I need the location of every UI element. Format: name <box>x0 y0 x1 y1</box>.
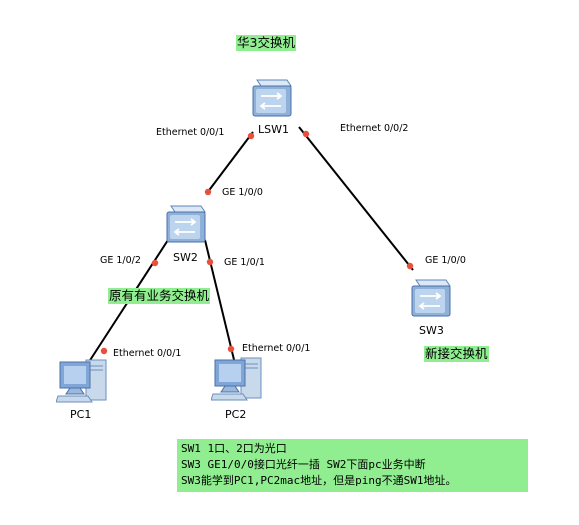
sw3-device[interactable] <box>410 276 452 326</box>
port-dot-pc1 <box>100 347 108 355</box>
port-dot-sw2-p1 <box>206 258 214 266</box>
port-label-lsw1-p2: Ethernet 0/0/2 <box>340 123 409 134</box>
port-dot-sw2-up <box>204 188 212 196</box>
annotation-new-switch: 新接交换机 <box>424 346 489 362</box>
annotation-h3c-switch: 华3交换机 <box>236 35 296 51</box>
pc1-label: PC1 <box>70 408 92 421</box>
port-dot-lsw1-p2 <box>302 130 310 138</box>
lsw1-device[interactable] <box>251 76 293 126</box>
pc1-device[interactable] <box>55 356 114 410</box>
port-dot-pc2 <box>227 345 235 353</box>
port-dot-lsw1-p1 <box>247 132 255 140</box>
note-line-3: SW3能学到PC1,PC2mac地址，但是ping不通SW1地址。 <box>181 474 457 487</box>
pc-icon <box>210 357 262 401</box>
port-label-sw3-up: GE 1/0/0 <box>425 255 466 266</box>
note-line-1: SW1 1口、2口为光口 <box>181 442 287 455</box>
port-dot-sw3-up <box>406 262 414 270</box>
lsw1-label: LSW1 <box>258 123 289 136</box>
pc2-device[interactable] <box>210 354 269 408</box>
sw2-label: SW2 <box>173 251 198 264</box>
port-label-sw2-p1: GE 1/0/1 <box>224 257 265 268</box>
port-dot-sw2-p2 <box>151 259 159 267</box>
sw2-device[interactable] <box>165 202 207 252</box>
switch-icon <box>252 79 292 117</box>
link-lsw1-sw3 <box>298 126 414 271</box>
note-line-2: SW3 GE1/0/0接口光纤一插 SW2下面pc业务中断 <box>181 458 426 471</box>
pc2-label: PC2 <box>225 408 247 421</box>
port-label-pc2: Ethernet 0/0/1 <box>242 343 311 354</box>
link-lsw1-sw2 <box>206 131 254 194</box>
sw3-label: SW3 <box>419 324 444 337</box>
annotation-existing-switch: 原有有业务交换机 <box>108 288 211 304</box>
note-box: SW1 1口、2口为光口 SW3 GE1/0/0接口光纤一插 SW2下面pc业务… <box>177 439 528 492</box>
port-label-lsw1-p1: Ethernet 0/0/1 <box>156 127 225 138</box>
port-label-sw2-up: GE 1/0/0 <box>222 187 263 198</box>
pc-icon <box>55 359 107 403</box>
port-label-pc1: Ethernet 0/0/1 <box>113 348 182 359</box>
switch-icon <box>411 279 451 317</box>
port-label-sw2-p2: GE 1/0/2 <box>100 255 141 266</box>
switch-icon <box>166 205 206 243</box>
